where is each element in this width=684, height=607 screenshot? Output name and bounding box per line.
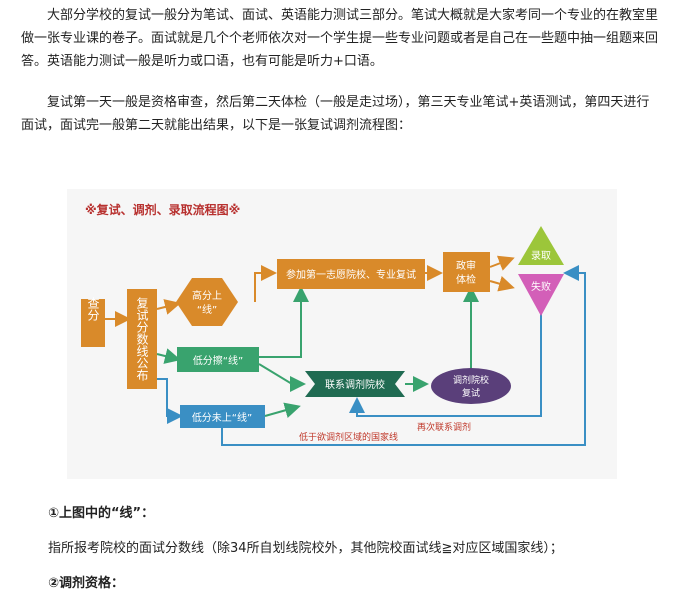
section-heading-transfer-qualification: ②调剂资格：	[48, 576, 125, 591]
node-first-choice: 参加第一志愿院校、专业复试	[286, 268, 416, 281]
intro-paragraph: 大部分学校的复试一般分为笔试、面试、英语能力测试三部分。笔试大概就是大家考同一个…	[21, 8, 659, 69]
node-transfer-school: 联系调剂院校	[325, 378, 385, 391]
line-definition-paragraph: 指所报考院校的面试分数线（除34所自划线院校外，其他院校面试线≧对应区域国家线）…	[48, 541, 563, 556]
node-failed: 失败	[531, 280, 551, 293]
node-politics-2: 体检	[456, 273, 476, 286]
flowchart-title: ※复试、调剂、录取流程图※	[85, 202, 240, 217]
schedule-paragraph: 复试第一天一般是资格审查，然后第二天体检（一般是走过场），第三天专业笔试+英语测…	[21, 95, 650, 133]
node-politics-1: 政审	[456, 259, 476, 272]
node-admitted: 录取	[531, 250, 551, 262]
node-retest-line: 复试分数线公布	[135, 297, 149, 382]
node-high-score-1: 高分上	[192, 289, 222, 302]
node-low-pass: 低分擦“线”	[193, 354, 243, 367]
node-check-score: 查分	[86, 297, 100, 322]
label-below-national: 低于欲调剂区域的国家线	[299, 431, 398, 443]
label-retransfer: 再次联系调剂	[417, 421, 471, 433]
node-low-fail: 低分未上“线”	[192, 411, 252, 424]
flowchart-figure: ※复试、调剂、录取流程图※ 查分 复试分数线公布 高分上 “线” 低分擦“线” …	[67, 189, 617, 479]
node-transfer-retest-1: 调剂院校	[453, 374, 489, 386]
node-transfer-retest-2: 复试	[462, 387, 480, 399]
node-high-score-2: “线”	[197, 303, 217, 316]
section-heading-line: ①上图中的“线”：	[48, 506, 155, 521]
